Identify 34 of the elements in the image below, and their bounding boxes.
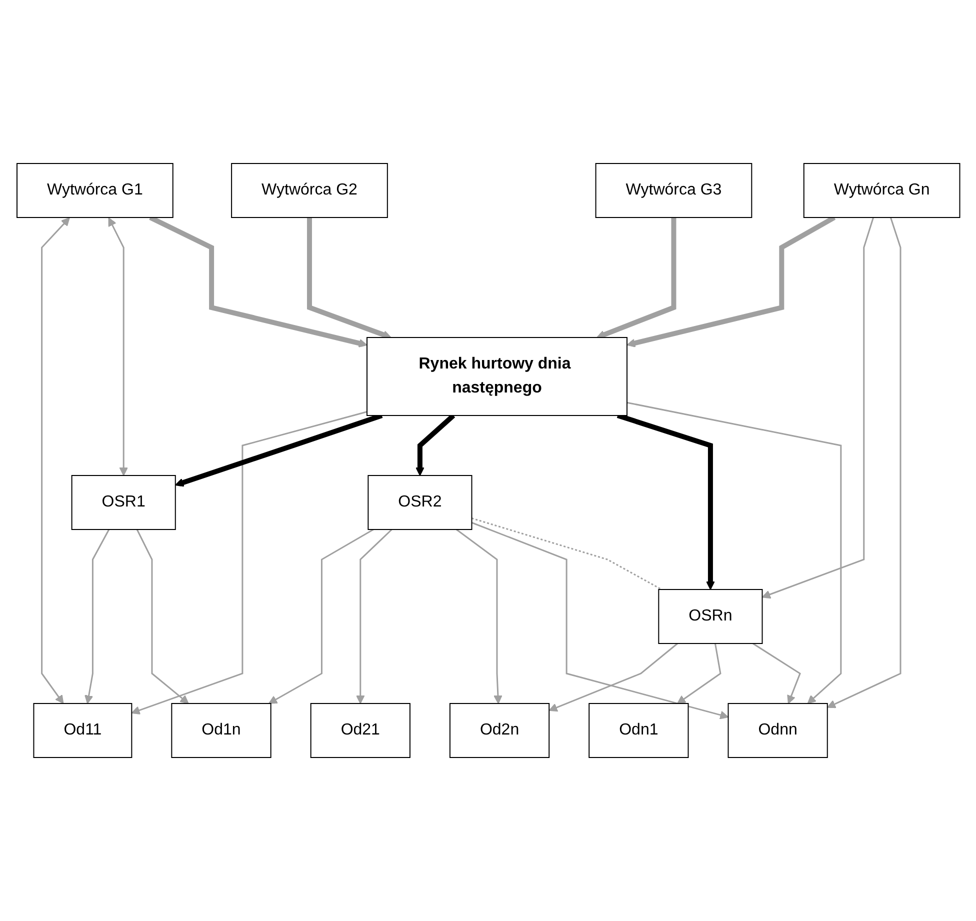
node-box: Odnn xyxy=(727,703,828,758)
node-box: Od2n xyxy=(449,703,550,758)
arrow xyxy=(415,414,455,476)
node-box: Od21 xyxy=(310,703,410,758)
arrow xyxy=(456,528,502,704)
node-box: Rynek hurtowy dnia następnego xyxy=(366,337,628,416)
arrow xyxy=(268,528,374,704)
arrow xyxy=(596,218,676,339)
node-box: Wytwórca G3 xyxy=(594,163,752,218)
arrow xyxy=(130,411,367,714)
arrow xyxy=(306,218,392,339)
node-box: Od11 xyxy=(32,703,132,758)
arrow xyxy=(626,402,842,704)
arrow xyxy=(471,522,728,720)
node-box: Od1n xyxy=(170,703,271,758)
arrow xyxy=(548,642,678,712)
arrow xyxy=(616,413,714,590)
connector xyxy=(471,518,662,590)
node-box: Wytwórca Gn xyxy=(803,163,960,218)
node-box: OSRn xyxy=(658,589,762,644)
arrow xyxy=(84,529,110,704)
arrow xyxy=(356,528,392,704)
node-box: Odn1 xyxy=(588,703,688,758)
arrow xyxy=(752,642,801,704)
arrow xyxy=(761,217,874,599)
arrow xyxy=(676,643,721,704)
node-box: Wytwórca G1 xyxy=(16,163,173,218)
arrow xyxy=(108,217,128,476)
arrow xyxy=(136,529,188,704)
node-box: OSR2 xyxy=(367,475,472,530)
node-box: OSR1 xyxy=(70,475,176,530)
arrow xyxy=(826,217,901,708)
arrow xyxy=(40,217,70,704)
node-box: Wytwórca G2 xyxy=(230,163,388,218)
